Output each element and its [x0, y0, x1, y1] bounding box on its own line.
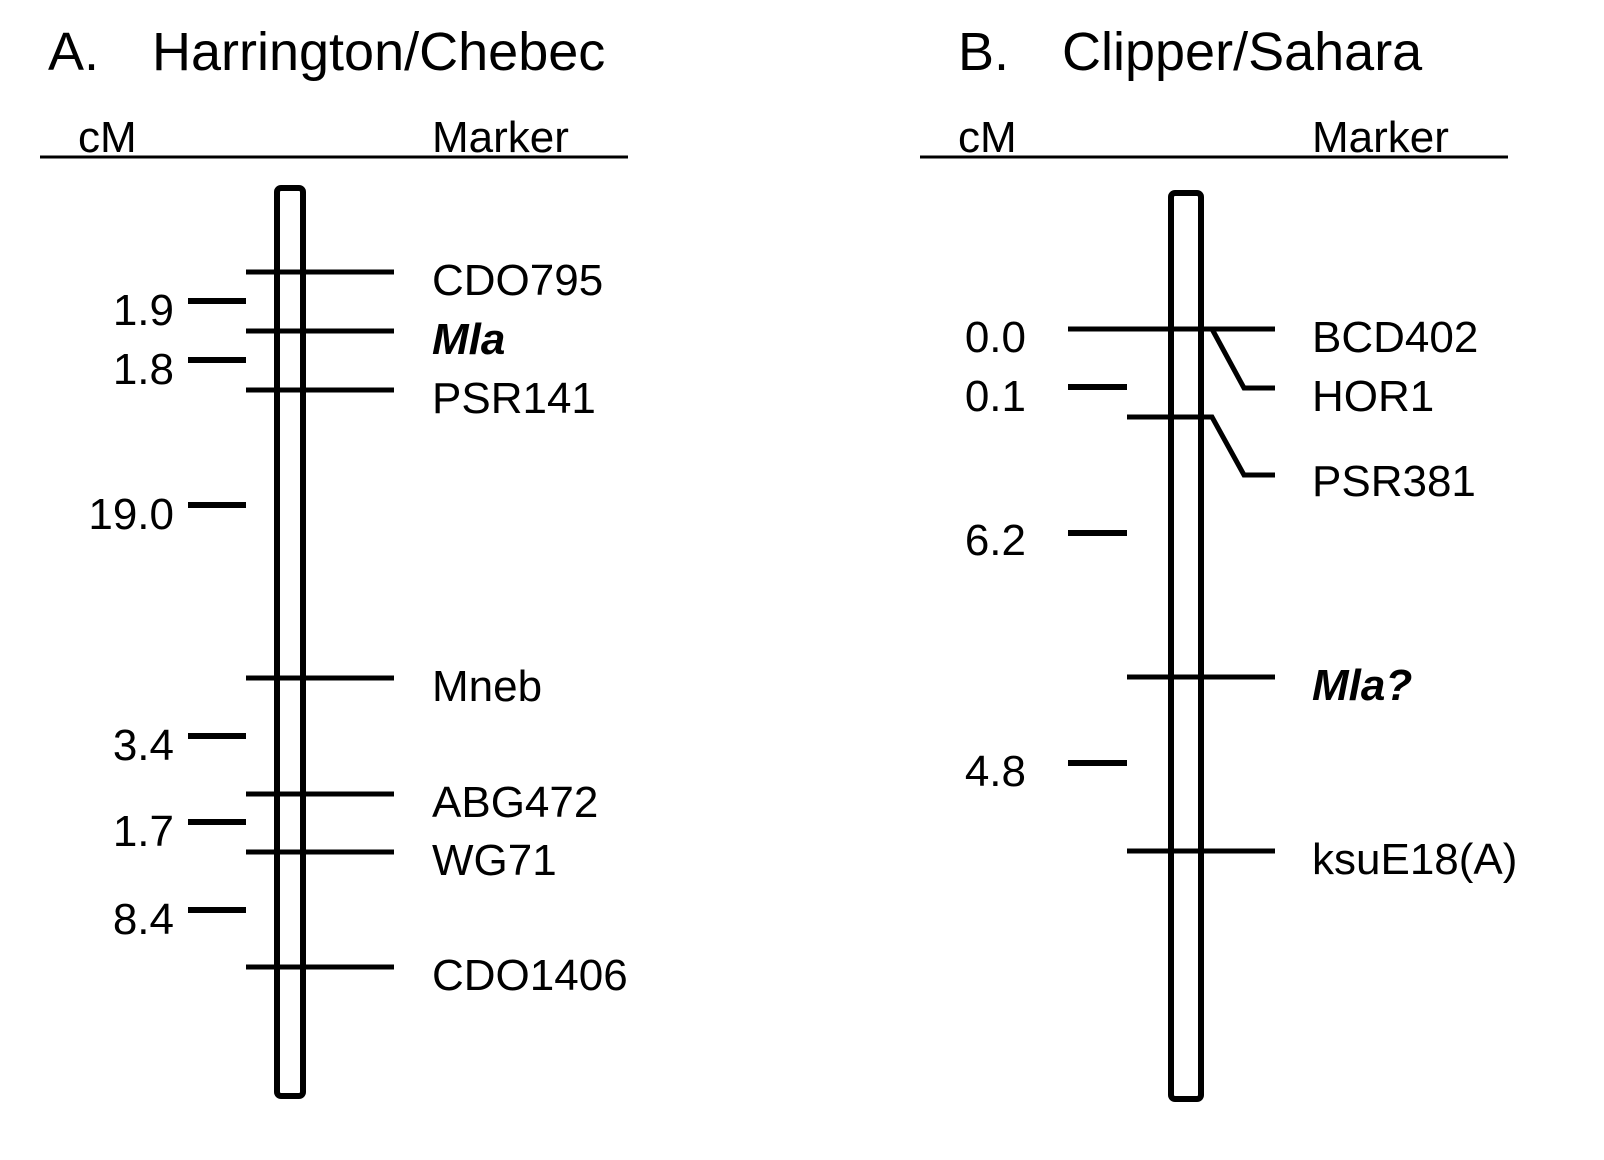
panel-b: B. Clipper/Sahara cM Marker BCD402 HOR1 … — [920, 22, 1517, 1102]
panel-a: A. Harrington/Chebec cM Marker CDO795 Ml… — [40, 22, 628, 1099]
panel-b-interval-label: 0.1 — [965, 372, 1026, 421]
panel-b-interval-label: 6.2 — [965, 516, 1026, 565]
panel-a-marker-label: Mla — [432, 315, 505, 364]
panel-b-marker-label: BCD402 — [1312, 313, 1478, 362]
panel-b-interval-label: 0.0 — [965, 313, 1026, 362]
panel-b-cm-header: cM — [958, 113, 1017, 162]
panel-a-marker-label: ABG472 — [432, 778, 598, 827]
panel-b-marker-label: HOR1 — [1312, 372, 1434, 421]
panel-a-marker-header: Marker — [432, 113, 569, 162]
panel-b-marker-label: Mla? — [1312, 661, 1412, 710]
panel-a-interval-label: 1.8 — [113, 345, 174, 394]
panel-a-interval-label: 1.7 — [113, 807, 174, 856]
panel-b-title: Clipper/Sahara — [1062, 22, 1423, 82]
panel-a-marker-label: CDO1406 — [432, 951, 628, 1000]
panel-b-interval-label: 4.8 — [965, 747, 1026, 796]
panel-a-marker-label: Mneb — [432, 662, 542, 711]
panel-b-marker-connector — [1209, 327, 1275, 391]
panel-a-letter: A. — [48, 22, 99, 82]
panel-a-title: Harrington/Chebec — [152, 22, 605, 82]
panel-b-letter: B. — [958, 22, 1009, 82]
panel-b-marker-label: PSR381 — [1312, 457, 1476, 506]
panel-a-interval-label: 8.4 — [113, 895, 174, 944]
panel-a-marker-label: CDO795 — [432, 256, 603, 305]
panel-a-interval-label: 1.9 — [113, 286, 174, 335]
panel-b-marker-label: ksuE18(A) — [1312, 835, 1517, 884]
panel-a-marker-label: WG71 — [432, 836, 557, 885]
panel-a-interval-label: 19.0 — [88, 490, 174, 539]
panel-a-cm-header: cM — [78, 113, 137, 162]
panel-b-marker-connector — [1127, 414, 1275, 478]
panel-a-marker-label: PSR141 — [432, 374, 596, 423]
panel-b-marker-header: Marker — [1312, 113, 1449, 162]
panel-a-interval-label: 3.4 — [113, 721, 174, 770]
panel-a-chromosome-bar — [274, 185, 306, 1099]
